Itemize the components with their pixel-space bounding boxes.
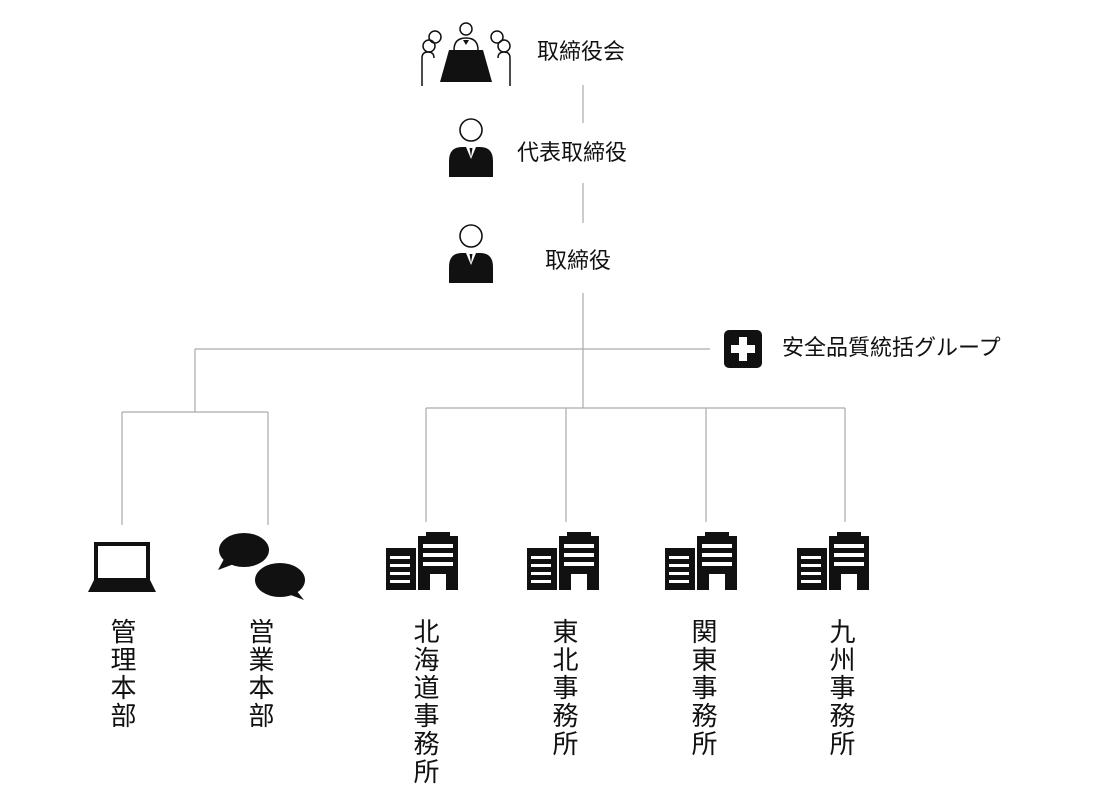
building-icon: [797, 532, 871, 592]
board-label: 取締役会: [537, 40, 626, 65]
department-label-hokkaido: 北海道事務所: [409, 618, 439, 786]
chat-bubbles-icon: [216, 532, 308, 602]
building-icon: [665, 532, 739, 592]
department-label-management: 管理本部: [106, 618, 136, 730]
department-label-kanto: 関東事務所: [687, 618, 717, 758]
department-label-tohoku: 東北事務所: [548, 618, 578, 758]
director-person-icon: [446, 223, 496, 285]
director-label: 取締役: [545, 249, 612, 274]
department-label-sales: 営業本部: [244, 618, 274, 730]
president-person-icon: [446, 117, 496, 179]
building-icon: [386, 532, 460, 592]
board-meeting-icon: [418, 20, 514, 90]
plus-icon: [724, 330, 762, 368]
department-label-kyushu: 九州事務所: [825, 618, 855, 758]
building-icon: [527, 532, 601, 592]
laptop-icon: [86, 540, 158, 596]
president-label: 代表取締役: [517, 141, 628, 166]
quality-group-label: 安全品質統括グループ: [782, 336, 1001, 361]
